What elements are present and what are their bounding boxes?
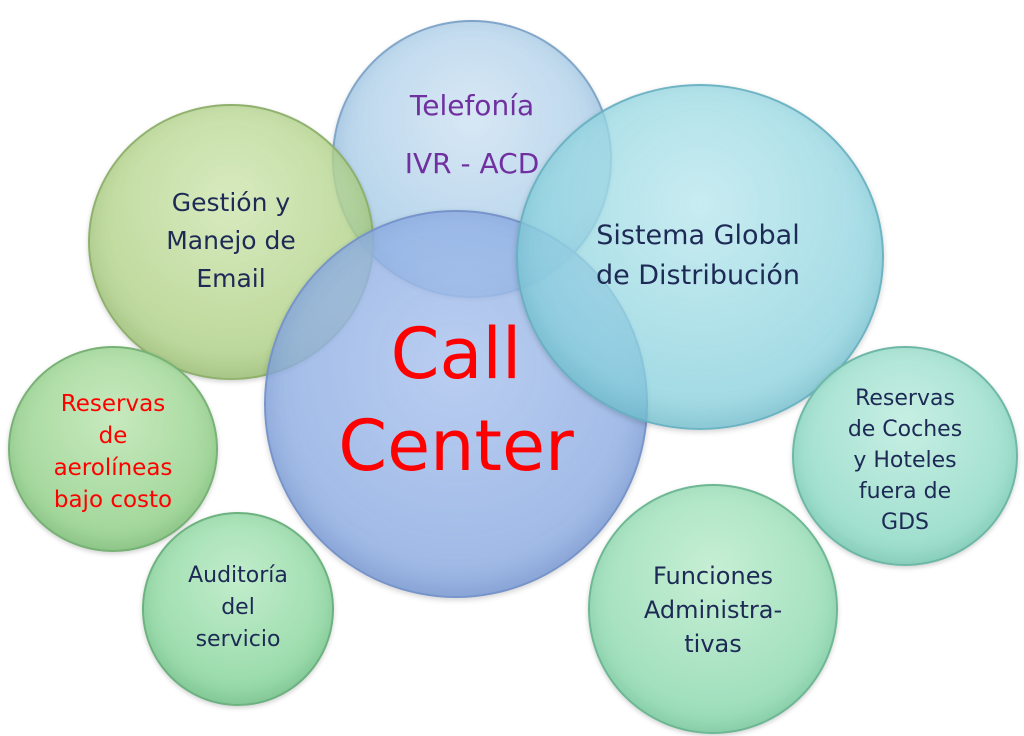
bubble-service-audit <box>142 512 334 706</box>
bubble-car-hotel-bookings <box>792 346 1018 566</box>
bubble-global-distribution-system <box>516 84 884 430</box>
bubble-administrative-functions <box>588 484 838 734</box>
bubble-low-cost-airline-bookings <box>8 346 218 552</box>
